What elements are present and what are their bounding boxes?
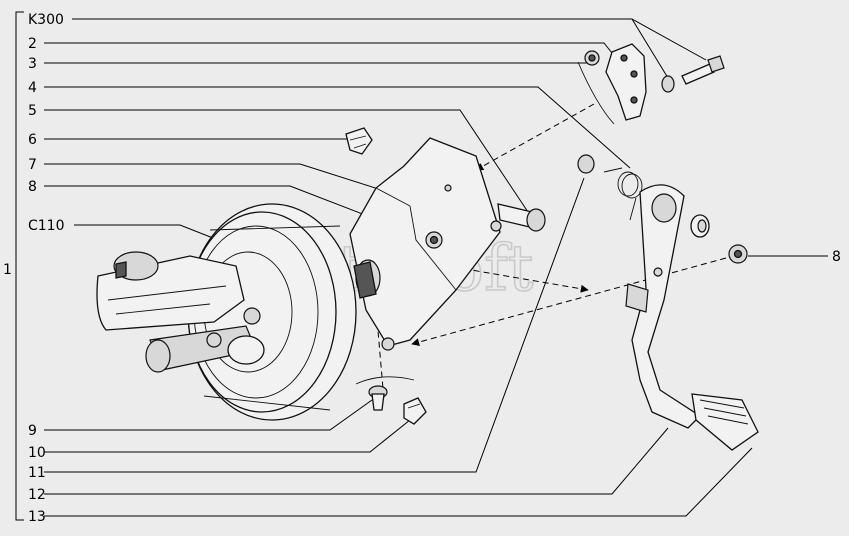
- nut-8-right: [728, 244, 748, 264]
- callout-10: 10: [28, 445, 46, 461]
- callout-labels-left: K300 2 3 4 5 6 7 8 C110 9 10 11 12 13: [28, 12, 65, 525]
- pedal-arm: [631, 184, 702, 429]
- callout-3: 3: [28, 56, 37, 72]
- brake-pedal: [625, 184, 759, 451]
- bracket-plate: [349, 137, 501, 347]
- bushing-11: [577, 154, 595, 174]
- level-sensor: [115, 261, 127, 279]
- bushing-right: [690, 214, 710, 238]
- callout-11: 11: [28, 465, 46, 481]
- callout-4: 4: [28, 80, 37, 96]
- callout-k300: K300: [28, 12, 64, 28]
- stop-light-switch: [661, 55, 725, 93]
- brake-booster: [187, 203, 357, 421]
- pedal-pad: [691, 393, 759, 451]
- callout-6: 6: [28, 132, 37, 148]
- spring-clip-6: [345, 127, 373, 155]
- callout-2: 2: [28, 36, 37, 52]
- callout-c110: C110: [28, 218, 65, 234]
- master-cylinder: [96, 251, 265, 373]
- return-spring: [603, 167, 643, 221]
- callout-13: 13: [28, 509, 46, 525]
- callout-9: 9: [28, 423, 37, 439]
- pivot-pin: [497, 203, 546, 232]
- pedal-bracket: [349, 137, 502, 351]
- callout-7: 7: [28, 157, 37, 173]
- nut-8: [425, 231, 443, 249]
- callout-12: 12: [28, 487, 46, 503]
- callout-8: 8: [28, 179, 37, 195]
- clip-10: [403, 397, 427, 425]
- leader-lines: [44, 18, 828, 517]
- callout-8-right: 8: [832, 249, 841, 265]
- pin-9: [368, 385, 388, 411]
- nut-3: [584, 50, 600, 66]
- callout-5: 5: [28, 103, 37, 119]
- switch-bracket: [605, 43, 647, 121]
- callout-group-1: 1: [3, 262, 12, 278]
- mount-nut: [243, 307, 261, 325]
- group-bracket: [15, 11, 24, 521]
